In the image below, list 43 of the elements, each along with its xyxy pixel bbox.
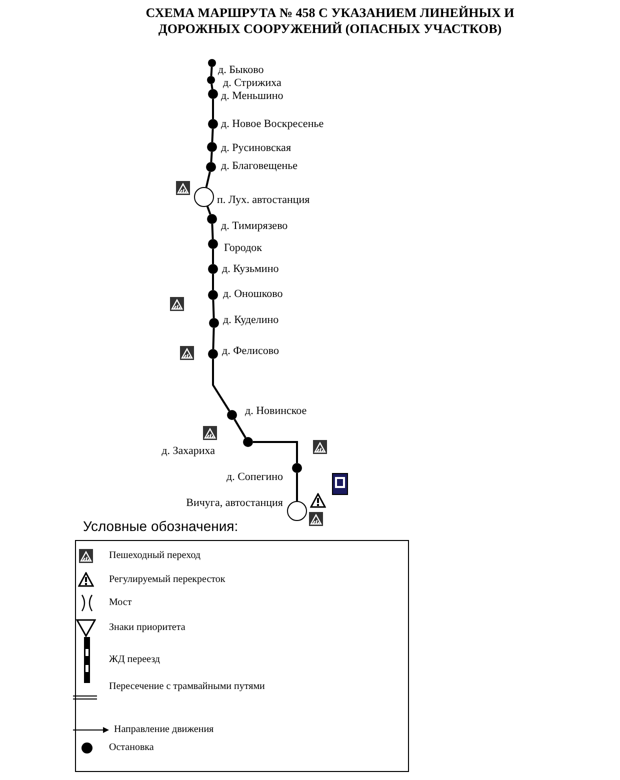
route-line [205, 172, 211, 188]
legend-heading: Условные обозначения: [83, 518, 238, 534]
route-line [211, 224, 214, 240]
route-line [296, 473, 298, 501]
legend-text: Знаки приоритета [109, 622, 186, 633]
stop-name: д. Сопегино [226, 471, 283, 483]
legend-text: Остановка [109, 742, 155, 753]
stop-name: д. Русиновская [221, 142, 292, 154]
route-line [210, 66, 213, 76]
legend-text: ЖД переезд [109, 654, 161, 665]
route-line [234, 418, 246, 438]
legend-text: Пешеходный переход [109, 550, 202, 561]
route-line [206, 206, 212, 215]
stop-name: д. Новое Воскресенье [221, 118, 324, 130]
legend-text: Направление движения [114, 724, 215, 735]
stop-name: Городок [224, 242, 262, 254]
route-line [253, 441, 298, 463]
route-line [212, 274, 214, 290]
stop-name: д. Новинское [245, 405, 307, 417]
stop-name: д. Тимирязево [221, 220, 288, 232]
legend-text: Регулируемый перекресток [109, 574, 226, 585]
route-line [210, 152, 213, 162]
title: СХЕМА МАРШРУТА № 458 С УКАЗАНИЕМ ЛИНЕЙНЫХ И ДОРОЖНЫХ СООРУЖЕНИЙ (ОПАСНЫХ УЧАСТКОВ) [144, 5, 516, 37]
stop-name: д. Захариха [162, 445, 215, 457]
legend-text: Мост [109, 597, 133, 608]
stop-name: д. Куделино [223, 314, 279, 326]
route-line [212, 249, 214, 264]
stop-name: п. Лух. автостанция [217, 194, 310, 206]
stop-name: д. Стрижиха [223, 77, 282, 89]
route-line [210, 84, 214, 90]
route-line [212, 328, 215, 350]
stop-name: Вичуга, автостанция [186, 497, 283, 509]
stop-name: д. Кузьмино [222, 263, 279, 275]
stop-name: д. Благовещенье [221, 160, 298, 172]
route-line [212, 359, 230, 412]
route-line [212, 300, 215, 318]
stop-name: д. Быково [218, 64, 264, 76]
stop-name: д. Меньшино [221, 90, 284, 102]
legend-text: Пересечение с трамвайными путями [109, 681, 266, 692]
stop-name: д. Фелисово [222, 345, 280, 357]
stop-name: д. Оношково [223, 288, 283, 300]
route-line [211, 128, 214, 142]
route-line [212, 99, 214, 119]
